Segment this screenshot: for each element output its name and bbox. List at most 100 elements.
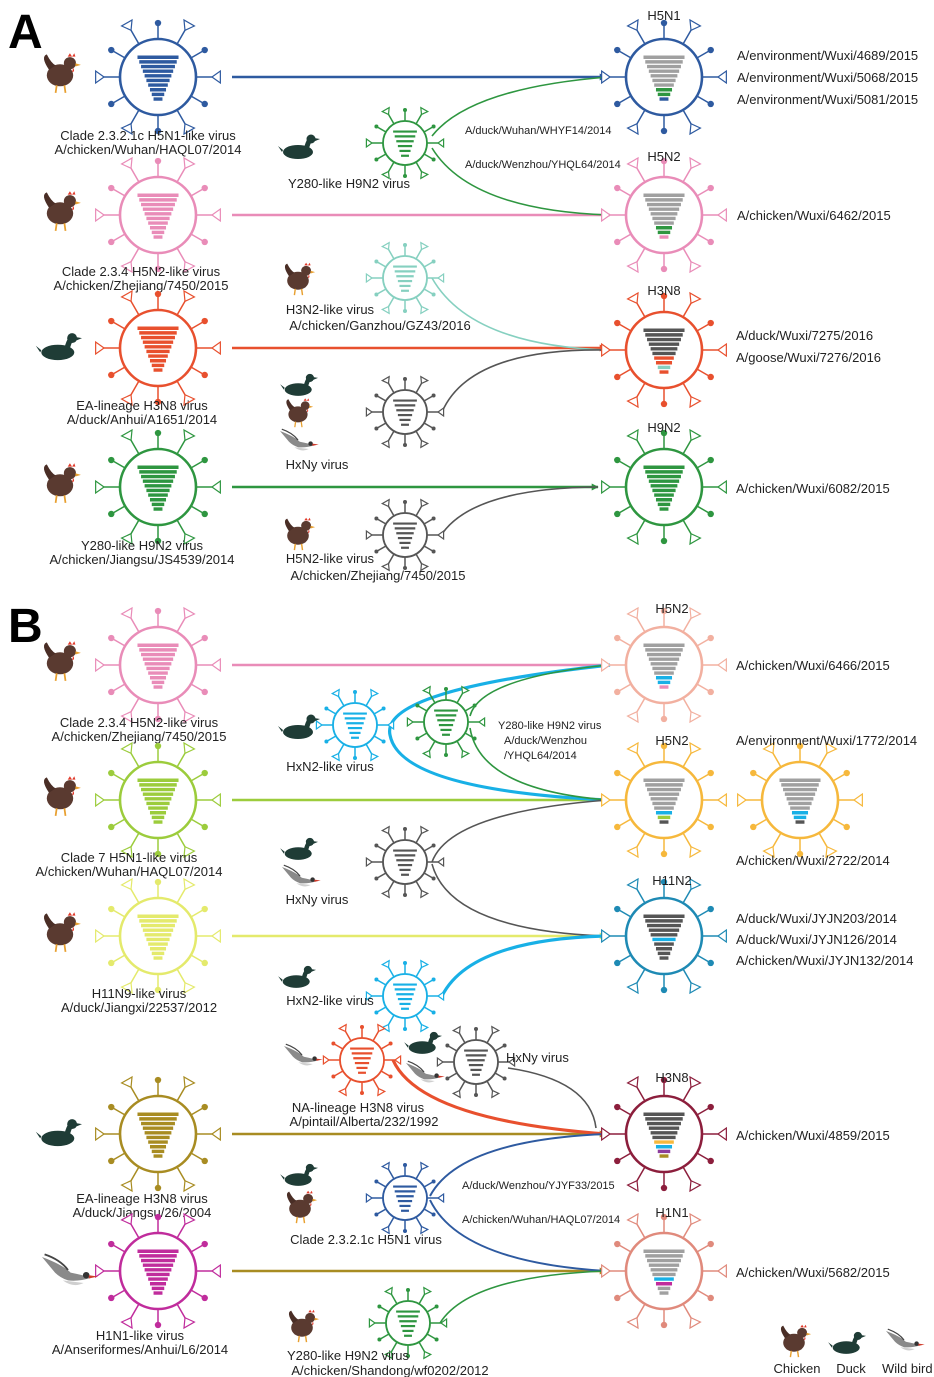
curve-hxny-to-h11n2 — [431, 863, 605, 937]
duck-icon — [278, 966, 316, 988]
strain-label: A/chicken/Wuxi/6082/2015 — [736, 481, 890, 496]
curve-h5n1-to-h3n8 — [429, 1133, 607, 1197]
virus-a_h9n2_out — [601, 428, 727, 546]
virus-label: A/chicken/Shandong/wf0202/2012 — [291, 1363, 488, 1377]
virus-b_h5n1_src — [95, 741, 221, 859]
curve-hxny-to-h3n8 — [507, 1067, 597, 1129]
virus-label: EA-lineage H3N8 virus — [76, 1191, 208, 1206]
edge-label: A/duck/Wenzhou/YHQL64/2014 — [465, 159, 621, 171]
virus-a_h5n1_out — [601, 18, 727, 136]
virus-label: A/duck/Anhui/A1651/2014 — [67, 412, 217, 427]
virus-b_h9n2_mid2 — [368, 1286, 448, 1360]
virus-label: Clade 2.3.4 H5N2-like virus — [62, 264, 221, 279]
chicken-icon — [43, 462, 82, 504]
duck-icon — [280, 374, 318, 396]
virus-b_h5n1_mid — [365, 1161, 445, 1235]
chicken-icon — [284, 261, 316, 296]
virus-b_hxny_mid2 — [436, 1025, 516, 1099]
chicken-icon — [43, 640, 82, 682]
duck-icon — [36, 333, 82, 360]
wild-bird-icon — [41, 1253, 99, 1286]
chicken-icon — [43, 775, 82, 817]
chicken-icon — [284, 516, 316, 551]
strain-label: A/duck/Wuxi/7275/2016 — [736, 328, 873, 343]
virus-label: A/chicken/Ganzhou/GZ43/2016 — [289, 318, 470, 333]
virus-a_h5n2_src — [95, 156, 221, 274]
chicken-icon — [43, 52, 82, 94]
strain-label: A/chicken/Wuxi/4859/2015 — [736, 1128, 890, 1143]
curve-h5n2-to-h9n2 — [439, 486, 599, 538]
virus-a_h5n1_src — [95, 18, 221, 136]
strain-label: A/duck/Wuxi/JYJN203/2014 — [736, 911, 897, 926]
virus-a_h5n2_out — [601, 156, 727, 274]
virus-label: HxNy virus — [286, 457, 349, 472]
edge-label: A/duck/Wenzhou/YJYF33/2015 — [462, 1180, 615, 1192]
virus-title: H3N8 — [655, 1070, 688, 1085]
virus-label: Clade 2.3.2.1c H5N1-like virus — [60, 128, 236, 143]
virus-title: H1N1 — [655, 1205, 688, 1220]
chicken-icon — [286, 1189, 318, 1224]
duck-icon — [280, 1164, 318, 1186]
strain-label: A/chicken/Wuxi/2722/2014 — [736, 853, 890, 868]
curve-na-h3n8-to-h3n8 — [391, 1059, 607, 1136]
virus-b_hxny_mid1 — [365, 825, 445, 899]
virus-label: Y280-like H9N2 virus — [287, 1348, 410, 1363]
curve-h9n2-to-h5n2 — [431, 147, 609, 216]
strain-label: A/goose/Wuxi/7276/2016 — [736, 350, 881, 365]
virus-b_h1n1_out — [601, 1212, 727, 1330]
strain-label: A/chicken/Wuxi/JYJN132/2014 — [736, 953, 914, 968]
duck-icon — [280, 838, 318, 860]
virus-label: H3N2-like virus — [286, 302, 375, 317]
virus-label: Clade 2.3.2.1c H5N1 virus — [290, 1232, 442, 1247]
virus-label: Clade 2.3.4 H5N2-like virus — [60, 715, 219, 730]
virus-title: H11N2 — [652, 873, 692, 888]
virus-label: /YHQL64/2014 — [504, 750, 577, 762]
virus-title: H9N2 — [647, 420, 680, 435]
strain-label: A/chicken/Wuxi/6462/2015 — [737, 208, 891, 223]
strain-label: A/environment/Wuxi/5081/2015 — [737, 92, 918, 107]
wild-bird-icon — [279, 428, 320, 452]
virus-label: Y280-like H9N2 virus — [288, 176, 411, 191]
virus-label: A/duck/Jiangxi/22537/2012 — [61, 1000, 217, 1015]
virus-label: A/chicken/Jiangsu/JS4539/2014 — [49, 552, 234, 567]
virus-b_h1n1_src — [95, 1212, 221, 1330]
wild-bird-icon — [885, 1328, 926, 1352]
virus-label: HxNy virus — [506, 1050, 569, 1065]
strain-label: A/chicken/Wuxi/6466/2015 — [736, 658, 890, 673]
virus-label: H11N9-like virus — [92, 986, 187, 1001]
curve-hxny-to-h3n8 — [441, 349, 607, 413]
curve-b-h9n2-to-h5n2 — [469, 664, 609, 717]
chicken-icon — [780, 1323, 812, 1358]
curve-h3n2-to-h3n8 — [431, 277, 607, 351]
virus-b_h3n8na_mid — [322, 1023, 402, 1097]
curve-h9n2-to-h1n1 — [439, 1270, 607, 1324]
virus-b_h3n8_src — [95, 1075, 221, 1193]
curve-hxny-to-h5n2 — [431, 799, 609, 863]
panel-label-b: B — [8, 600, 43, 653]
legend-label-chicken: Chicken — [774, 1361, 821, 1376]
edge-label: A/chicken/Wuhan/HAQL07/2014 — [462, 1214, 620, 1226]
virus-label: HxN2-like virus — [286, 759, 374, 774]
wild-bird-icon — [281, 864, 322, 888]
virus-label: H5N2-like virus — [286, 551, 375, 566]
virus-b_h5n2_src — [95, 606, 221, 724]
virus-title: H5N2 — [655, 733, 688, 748]
edge-label: A/duck/Wuhan/WHYF14/2014 — [465, 125, 612, 137]
strain-label: A/chicken/Wuxi/5682/2015 — [736, 1265, 890, 1280]
virus-a_hxny_mid — [365, 375, 445, 449]
legend-label-duck: Duck — [836, 1361, 866, 1376]
virus-label: Y280-like H9N2 virus — [81, 538, 204, 553]
strain-label: A/duck/Wuxi/JYJN126/2014 — [736, 932, 897, 947]
virus-a_h3n8_src — [95, 289, 221, 407]
curve-b-h9n2-to-h5n2b — [469, 727, 609, 801]
strain-label: A/environment/Wuxi/5068/2015 — [737, 70, 918, 85]
virus-b_h5n2_out2b — [737, 741, 863, 859]
virus-label: NA-lineage H3N8 virus — [292, 1100, 425, 1115]
virus-title: H5N2 — [647, 149, 680, 164]
virus-label: A/pintail/Alberta/232/1992 — [290, 1114, 439, 1129]
virus-label: A/chicken/Zhejiang/7450/2015 — [52, 729, 227, 744]
chicken-icon — [285, 397, 314, 428]
virus-label: EA-lineage H3N8 virus — [76, 398, 208, 413]
curve-hxn2-to-h11n2 — [440, 934, 605, 997]
